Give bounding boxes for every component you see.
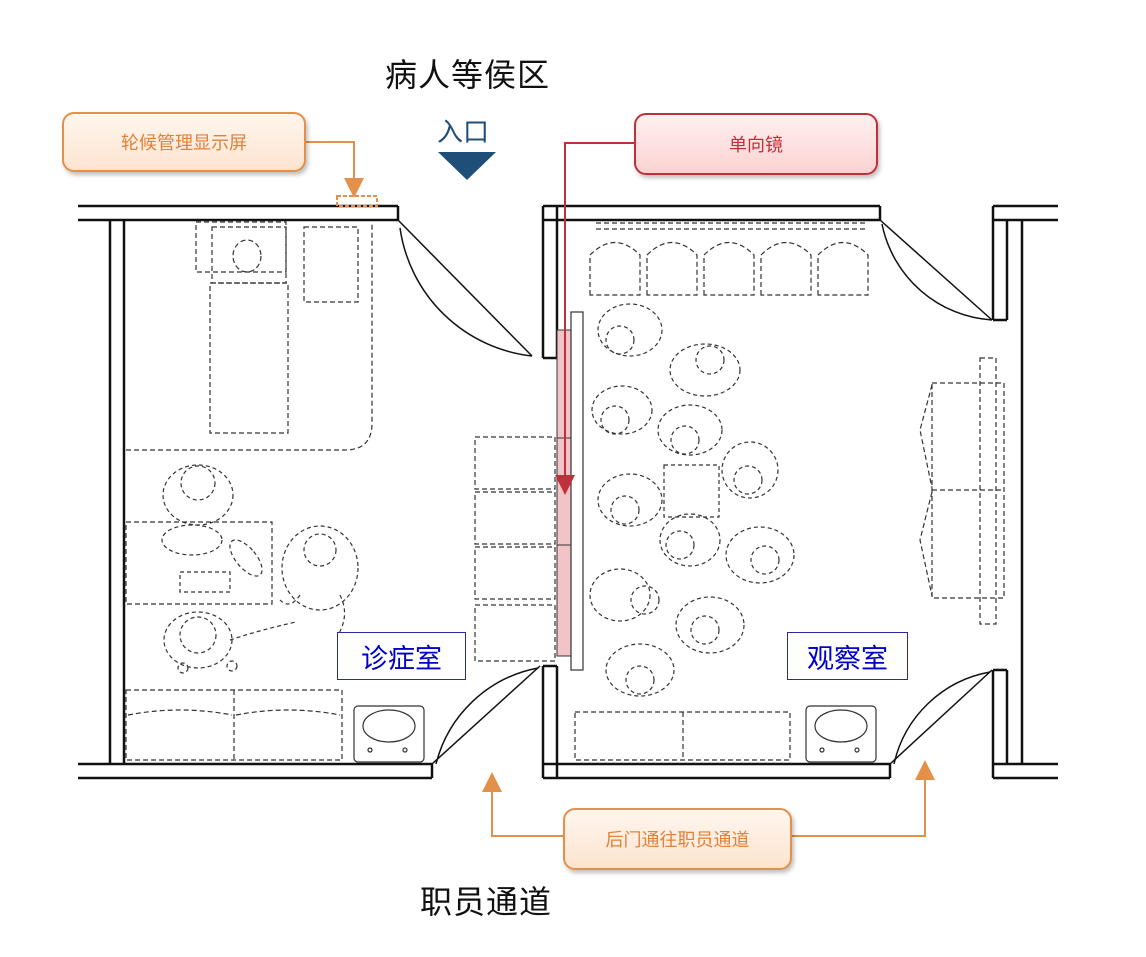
exam-room-furniture <box>125 221 556 761</box>
walls <box>78 204 1058 780</box>
entrance-arrow <box>438 152 496 180</box>
queue-display-device <box>336 195 378 207</box>
back-door-callout: 后门通往职员通道 <box>563 808 792 870</box>
doors <box>397 219 993 765</box>
entrance-label: 入口 <box>437 118 490 148</box>
exam-room-people <box>161 464 359 674</box>
queue-display-callout: 轮候管理显示屏 <box>62 112 306 172</box>
waiting-area-label: 病人等侯区 <box>385 56 551 94</box>
exam-room-label: 诊症室 <box>337 632 466 680</box>
sinks <box>353 705 877 763</box>
one-way-mirror-callout: 单向镜 <box>634 113 878 175</box>
observation-room-people <box>589 303 795 697</box>
observation-room-furniture <box>574 222 1005 761</box>
callout-connectors <box>306 141 935 837</box>
one-way-mirror <box>556 311 584 671</box>
staff-corridor-label: 职员通道 <box>420 883 553 921</box>
observation-room-label: 观察室 <box>787 632 908 680</box>
